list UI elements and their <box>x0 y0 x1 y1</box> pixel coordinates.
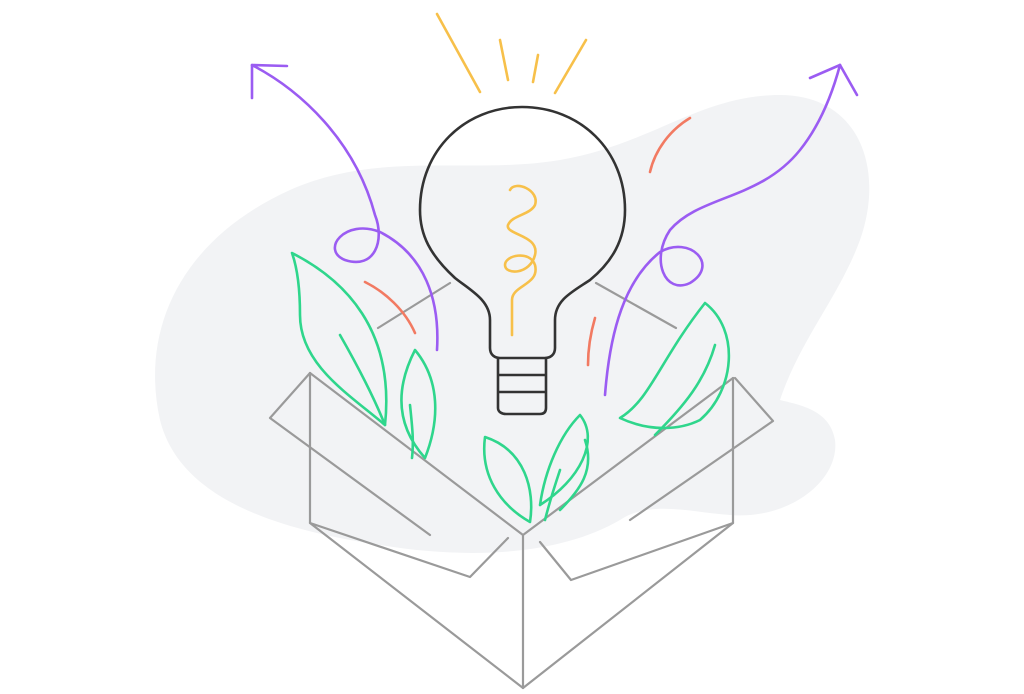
leaf-left-small-vein <box>408 403 415 460</box>
leaf-left-large <box>290 251 388 427</box>
box-back-rim <box>376 281 678 330</box>
arrow-right-curve <box>603 63 842 397</box>
leaf-center-right <box>538 413 590 507</box>
spark-3 <box>586 316 597 367</box>
ray-2 <box>498 38 510 82</box>
leaf-center-left <box>482 435 533 524</box>
ray-3 <box>531 53 540 84</box>
leaf-right-large <box>618 301 731 430</box>
arrow-right-head <box>808 63 859 97</box>
leaf-left-vein <box>338 333 387 427</box>
spark-1 <box>648 116 692 174</box>
box-right-flap <box>628 376 775 522</box>
bulb-base <box>496 356 548 416</box>
light-rays <box>435 12 588 95</box>
bulb-filament <box>503 184 537 337</box>
spark-2 <box>363 280 417 335</box>
box-front-right-flap <box>538 521 735 582</box>
arrow-icon <box>250 63 859 397</box>
ray-1 <box>435 12 482 94</box>
leaf-left-small <box>400 348 437 460</box>
box-front-left-flap <box>308 521 510 579</box>
leaf-right-vein <box>653 343 717 437</box>
box-icon <box>268 281 775 690</box>
ray-4 <box>553 38 588 95</box>
leaf-center-right-2 <box>543 438 590 522</box>
spark-lines <box>363 116 692 367</box>
light-bulb-icon <box>418 105 627 416</box>
box-left-flap <box>268 371 432 537</box>
box-front-edge <box>308 371 735 690</box>
arrow-left-curve <box>250 63 439 352</box>
leaf-icon <box>290 251 731 524</box>
bulb-glass <box>418 105 627 360</box>
arrow-left-head <box>250 63 289 100</box>
